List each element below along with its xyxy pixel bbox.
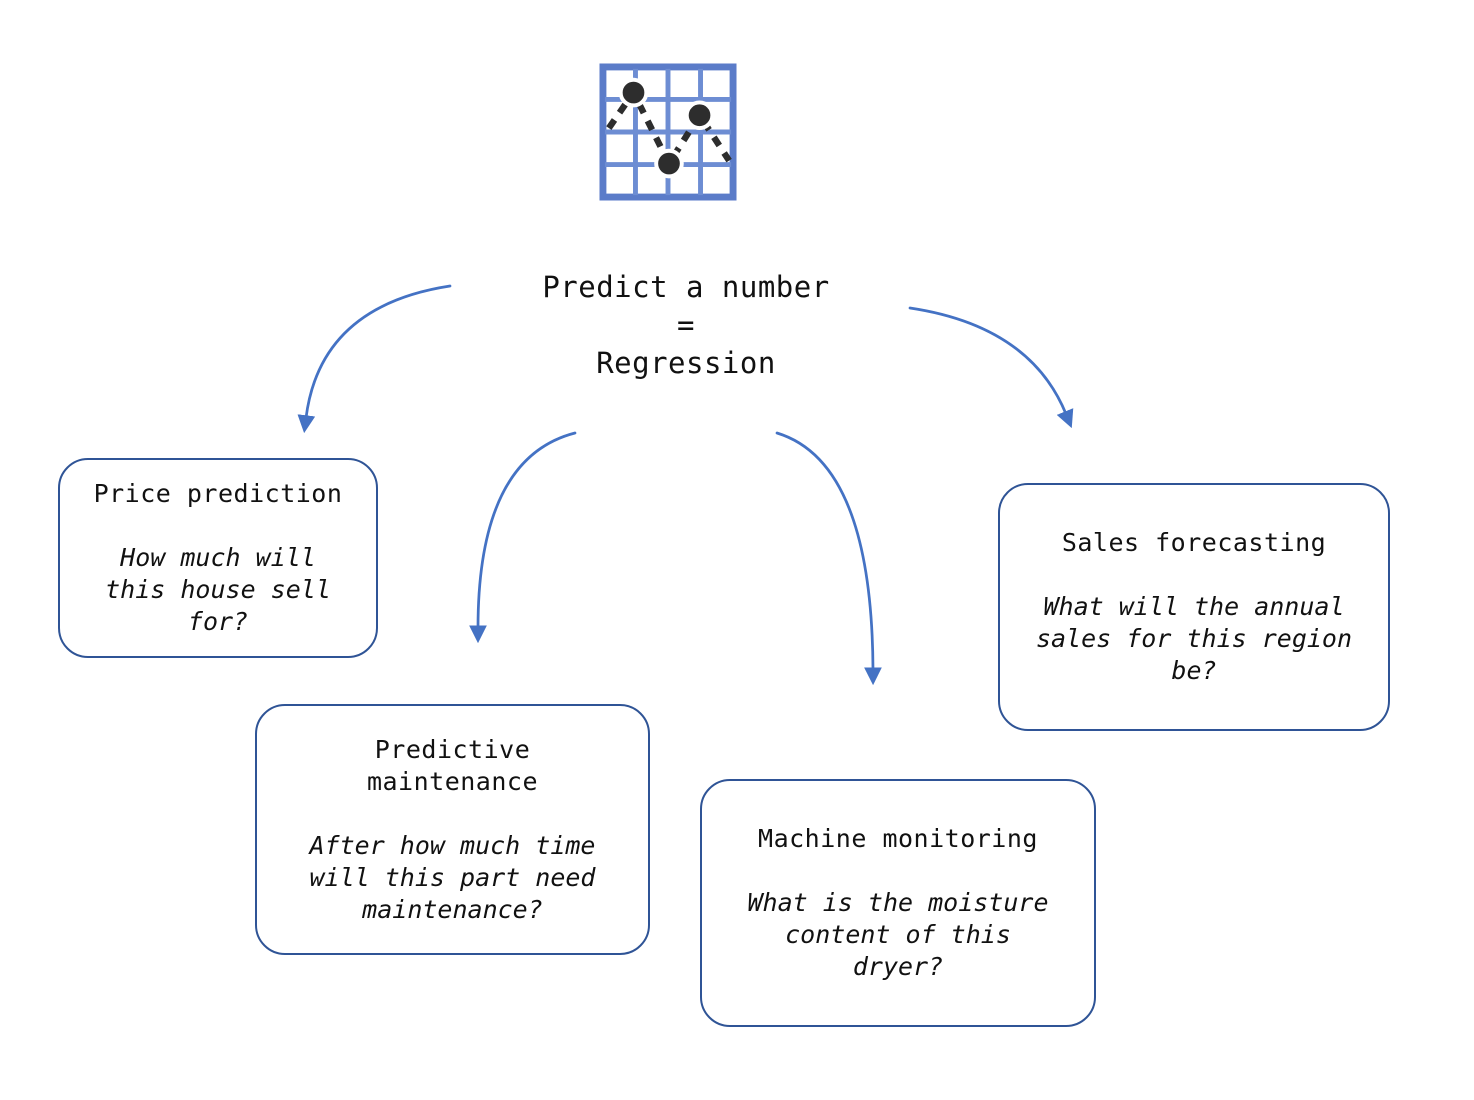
box-title: Sales forecasting [1061,528,1327,557]
box-predictive-maintenance: Predictive maintenance After how much ti… [255,704,650,955]
arrow-to-predictive-maintenance [469,431,577,644]
diagram-title: Predict a number = Regression [542,270,830,380]
box-title: Machine monitoring [758,824,1038,853]
box-question: How much will this house sell for? [105,543,331,636]
arrow-to-price-prediction [297,284,452,434]
box-question: What will the annual sales for this regi… [1035,592,1353,685]
box-question: After how much time will this part need … [309,830,596,924]
scatter-chart-icon [599,63,737,201]
box-title: Predictive maintenance [366,734,539,796]
box-machine-monitoring: Machine monitoring What is the moisture … [700,779,1096,1027]
arrow-to-machine-monitoring [775,431,882,686]
box-title: Price prediction [93,479,343,508]
arrow-to-sales-forecasting [908,306,1074,429]
box-price-prediction: Price prediction How much will this hous… [58,458,378,658]
box-question: What is the moisture content of this dry… [747,888,1049,981]
box-sales-forecasting: Sales forecasting What will the annual s… [998,483,1390,731]
